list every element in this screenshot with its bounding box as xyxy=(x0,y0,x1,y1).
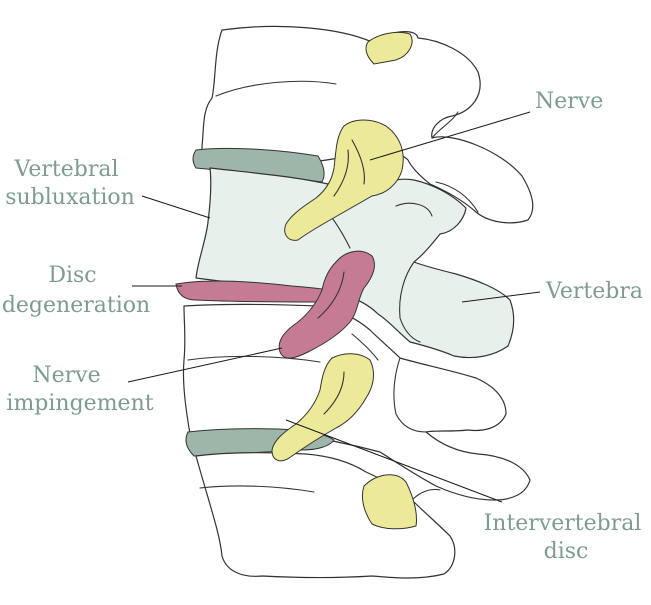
leader-nerve-impingement xyxy=(127,347,283,383)
leader-nerve xyxy=(369,111,531,161)
label-nerve: Nerve xyxy=(535,89,603,114)
label-disc-degeneration-line1: Disc xyxy=(48,263,96,288)
leader-intervertebral-disc xyxy=(285,419,503,503)
label-vertebral-subluxation-line1: Vertebral xyxy=(13,157,118,182)
label-nerve-impingement-line2: impingement xyxy=(6,391,153,416)
upper-healthy-disc xyxy=(192,147,325,183)
leader-vertebral-subluxation xyxy=(141,195,211,219)
top-facet-nerve xyxy=(365,31,413,65)
label-vertebral-subluxation-line2: subluxation xyxy=(5,185,135,210)
bottom-vertebra xyxy=(195,452,456,579)
label-disc-degeneration-line2: degeneration xyxy=(2,293,150,318)
label-intervertebral-disc-line2: disc xyxy=(544,539,589,564)
lower-nerve-root xyxy=(271,353,374,462)
label-nerve-impingement-line1: Nerve xyxy=(32,363,100,388)
label-vertebral-subluxation: Vertebral subluxation xyxy=(5,157,135,210)
bottom-facet-nerve xyxy=(361,474,417,530)
leader-vertebra xyxy=(461,291,541,303)
upper-nerve-root xyxy=(284,119,404,241)
impinged-nerve xyxy=(278,250,375,359)
label-disc-degeneration: Disc degeneration xyxy=(2,263,150,318)
label-intervertebral-disc: Intervertebral disc xyxy=(484,511,649,564)
label-nerve-impingement: Nerve impingement xyxy=(6,363,153,416)
label-vertebra: Vertebra xyxy=(545,279,643,304)
label-intervertebral-disc-line1: Intervertebral xyxy=(484,511,642,536)
